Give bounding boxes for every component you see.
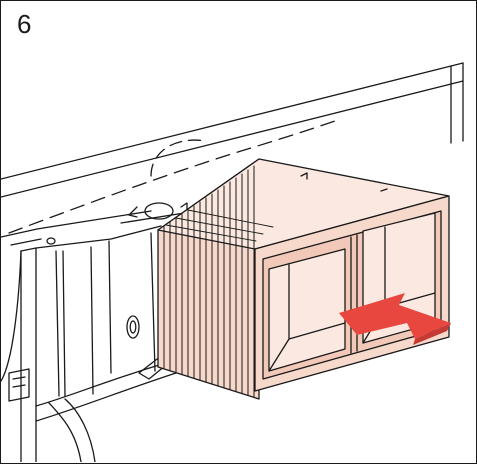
release-latch [126,315,140,339]
step-number: 6 [17,9,32,39]
insert-arrow [339,293,451,345]
filter-cartridge [157,158,450,400]
device-housing [1,62,464,462]
